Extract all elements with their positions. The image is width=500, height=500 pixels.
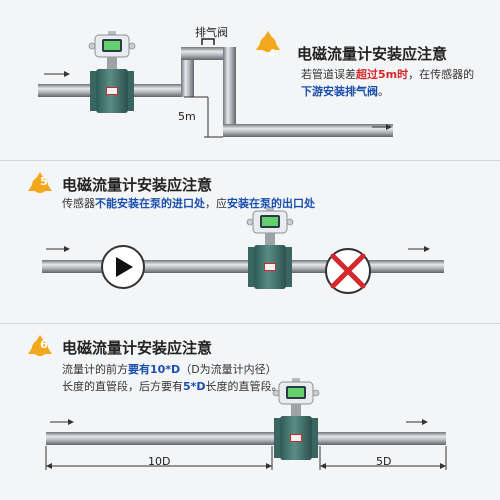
badge-number: 6 xyxy=(40,338,48,351)
section-title: 电磁流量计安装应注意 xyxy=(297,45,448,63)
section-description-line: 流量计的前方要有10*D（D为流量计内径） xyxy=(62,361,277,377)
divider xyxy=(0,323,500,324)
description-segment: （D为流量计内径） xyxy=(180,363,277,376)
description-segment: 超过5m时 xyxy=(356,68,409,81)
downstream-length-label: 5D xyxy=(376,455,392,468)
height-label: 5m xyxy=(178,110,196,123)
section-title: 电磁流量计安装应注意 xyxy=(62,339,213,357)
exhaust-valve-label: 排气阀 xyxy=(195,26,228,39)
section-description-line: 下游安装排气阀。 xyxy=(301,83,389,99)
upstream-length-label: 10D xyxy=(148,455,171,468)
pipe-outlet xyxy=(223,124,393,137)
description-segment: 要有10*D xyxy=(128,363,181,376)
wrong-position-cross-icon xyxy=(325,248,371,294)
diagram-straight-pipe xyxy=(45,377,447,470)
description-segment: 流量计的前方 xyxy=(62,363,128,376)
section-description-line: 若管道误差超过5m时，在传感器的 xyxy=(301,66,474,82)
flow-arrow xyxy=(50,419,74,425)
description-segment: 下游安装排气阀 xyxy=(301,85,378,98)
pipe-top xyxy=(181,47,236,60)
pipe-fall xyxy=(223,47,236,137)
flow-arrow xyxy=(46,246,70,252)
flow-arrow xyxy=(408,246,430,252)
flow-arrow xyxy=(372,124,392,130)
description-segment: 。 xyxy=(378,85,389,98)
diagram-pump xyxy=(42,206,444,294)
pipe-main xyxy=(46,432,446,445)
section-title: 电磁流量计安装应注意 xyxy=(62,176,213,194)
flow-arrow xyxy=(406,419,428,425)
flowmeter xyxy=(88,30,136,114)
section-description-line: 长度的直管段，后方要有5*D长度的直管段。 xyxy=(62,378,283,394)
description-segment: ，应 xyxy=(205,197,227,210)
badge-number: 4 xyxy=(268,47,276,60)
section-description-line: 传感器不能安装在泵的进口处，应安装在泵的出口处 xyxy=(62,195,315,211)
exhaust-valve-marker xyxy=(201,38,215,45)
description-segment: 长度的直管段。 xyxy=(205,380,283,393)
description-segment: 传感器 xyxy=(62,197,95,210)
description-segment: 安装在泵的出口处 xyxy=(227,197,315,210)
description-segment: 5*D xyxy=(183,380,206,393)
flow-arrow xyxy=(44,71,70,77)
badge-number: 5 xyxy=(40,175,48,188)
description-segment: 长度的直管段，后方要有 xyxy=(62,380,183,393)
pump-icon xyxy=(101,245,145,289)
description-segment: 不能安装在泵的进口处 xyxy=(95,197,205,210)
diagram-exhaust-valve xyxy=(38,30,393,138)
divider xyxy=(0,160,500,161)
flowmeter xyxy=(246,206,294,290)
description-segment: 若管道误差 xyxy=(301,68,356,81)
description-segment: ，在传感器的 xyxy=(408,68,475,81)
